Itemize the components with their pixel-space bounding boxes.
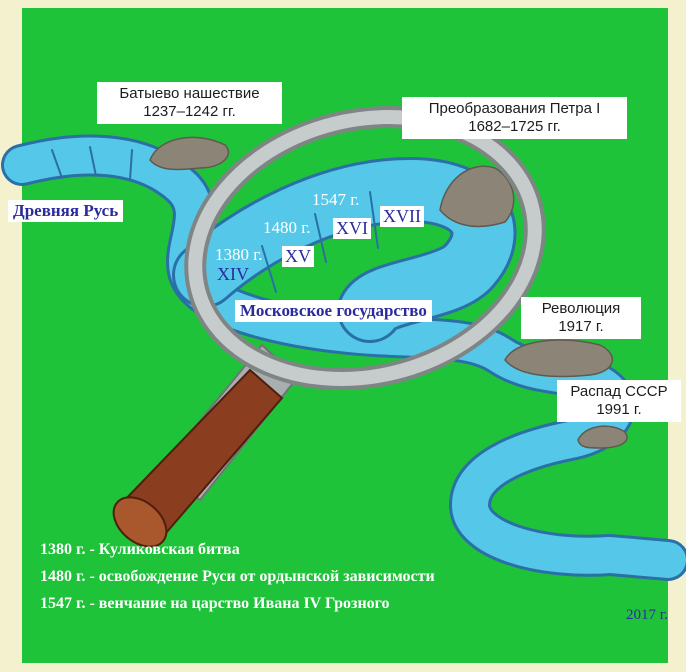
- revolution-year: 1917 г.: [558, 318, 604, 335]
- century-xvii: XVII: [380, 206, 424, 227]
- batu-title: Батыево нашествие: [119, 85, 260, 102]
- legend-line-1380: 1380 г. - Куликовская битва: [40, 541, 240, 558]
- ancient-rus-label: Древняя Русь: [8, 200, 124, 222]
- year-1380-mark: 1380 г.: [215, 245, 263, 264]
- rocks: [149, 136, 628, 449]
- rock-revolution: [504, 339, 614, 378]
- peter-title: Преобразования Петра I: [428, 100, 601, 117]
- magnifier-handle: [112, 343, 299, 548]
- legend-line-1480: 1480 г. - освобождение Руси от ордынской…: [40, 568, 435, 585]
- legend-line-1547: 1547 г. - венчание на царство Ивана IV Г…: [40, 595, 390, 612]
- batu-years: 1237–1242 гг.: [143, 103, 236, 120]
- rock-ussr: [577, 425, 628, 449]
- batu-invasion-box: Батыево нашествие 1237–1242 гг.: [97, 82, 282, 124]
- ussr-collapse-box: Распад СССР 1991 г.: [557, 380, 681, 422]
- footer-year: 2017 г.: [626, 607, 668, 623]
- revolution-box: Революция 1917 г.: [521, 297, 641, 339]
- moscow-state-label: Московское государство: [235, 300, 432, 322]
- peter-years: 1682–1725 гг.: [468, 118, 561, 135]
- century-xvi: XVI: [333, 218, 371, 239]
- peter-reforms-box: Преобразования Петра I 1682–1725 гг.: [402, 97, 627, 139]
- year-1480-mark: 1480 г.: [263, 218, 311, 237]
- magnifier-lens: [184, 106, 546, 390]
- revolution-title: Революция: [541, 300, 621, 317]
- century-xv: XV: [282, 246, 314, 267]
- century-xiv: XIV: [217, 264, 249, 284]
- ussr-year: 1991 г.: [596, 401, 642, 418]
- year-1547-mark: 1547 г.: [312, 190, 360, 209]
- rock-batu: [149, 136, 230, 171]
- ussr-title: Распад СССР: [570, 383, 668, 400]
- rock-peter: [439, 165, 515, 228]
